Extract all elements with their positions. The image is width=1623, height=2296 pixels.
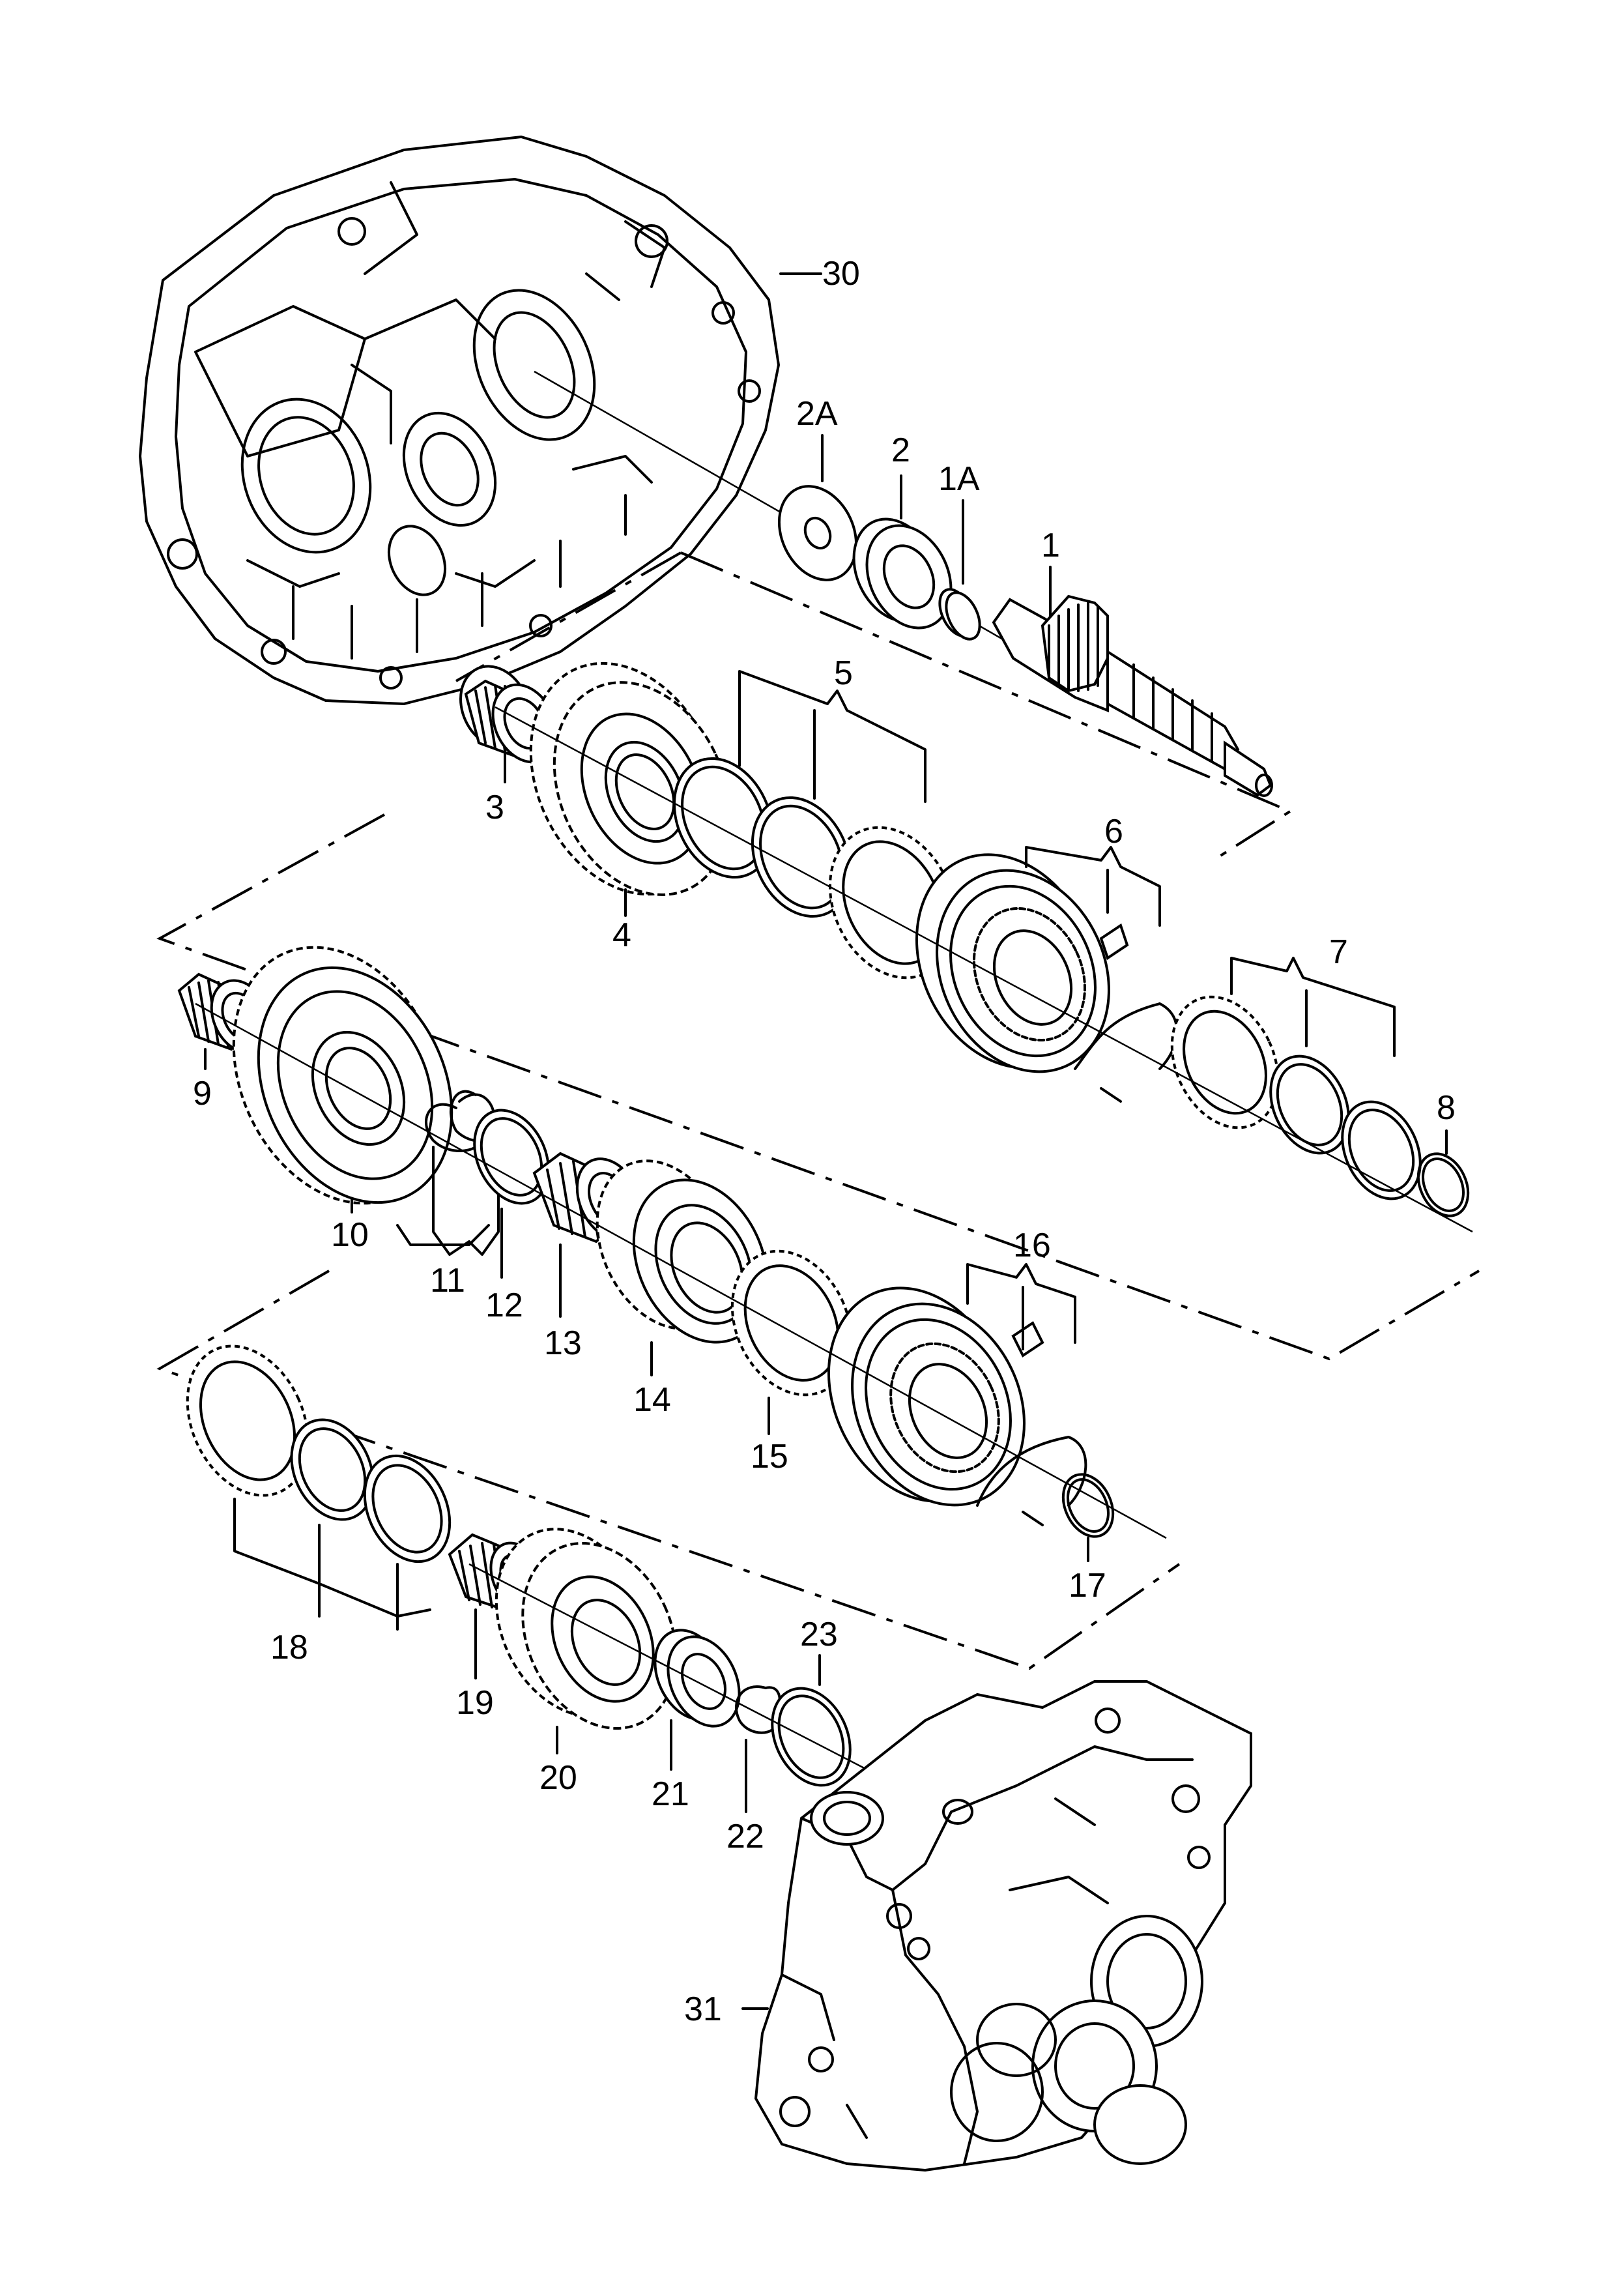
label-13: 13 bbox=[544, 1324, 582, 1362]
part-1a-ring bbox=[938, 588, 981, 641]
label-30: 30 bbox=[822, 255, 860, 293]
axis-line-row4 bbox=[468, 1563, 874, 1774]
gearbox-housing-31 bbox=[754, 1680, 1252, 2172]
part-20-gear bbox=[495, 1528, 678, 1730]
label-2a: 2A bbox=[796, 395, 838, 433]
label-20: 20 bbox=[539, 1759, 577, 1797]
part-10-gear bbox=[232, 946, 453, 1205]
label-21: 21 bbox=[652, 1775, 689, 1813]
dashed-group-3 bbox=[156, 1270, 1181, 1670]
label-12: 12 bbox=[485, 1286, 523, 1324]
bracket-7 bbox=[1230, 957, 1396, 1057]
bracket-18 bbox=[233, 1498, 431, 1631]
label-4: 4 bbox=[612, 916, 631, 954]
part-21-bearing bbox=[654, 1629, 741, 1728]
dashed-group-1 bbox=[455, 551, 1293, 858]
part-16-synchronizer bbox=[827, 1286, 1087, 1526]
part-2-bearing bbox=[852, 517, 953, 630]
axis-line-row3 bbox=[195, 1002, 1167, 1539]
label-22: 22 bbox=[726, 1818, 764, 1855]
label-8: 8 bbox=[1437, 1089, 1456, 1127]
gearbox-housing-30 bbox=[139, 136, 780, 705]
part-18-synchro-rings bbox=[186, 1344, 452, 1563]
label-1: 1 bbox=[1041, 527, 1060, 564]
label-10: 10 bbox=[331, 1216, 369, 1254]
part-8-snap-ring bbox=[1416, 1152, 1470, 1217]
part-12-ring bbox=[473, 1109, 550, 1205]
label-31: 31 bbox=[684, 1990, 722, 2028]
part-17-snap-ring bbox=[1061, 1473, 1115, 1538]
label-11: 11 bbox=[430, 1262, 465, 1300]
axis-line-row2 bbox=[495, 706, 1473, 1233]
part-7-synchro-rings bbox=[1170, 995, 1422, 1200]
label-2: 2 bbox=[891, 431, 910, 469]
part-2a-shim bbox=[777, 485, 858, 581]
label-3: 3 bbox=[485, 789, 504, 826]
label-23: 23 bbox=[800, 1616, 838, 1653]
part-6-synchronizer bbox=[915, 853, 1179, 1103]
label-9: 9 bbox=[193, 1075, 212, 1112]
bracket-5 bbox=[738, 670, 926, 803]
bracket-11-b bbox=[396, 1224, 490, 1246]
label-5: 5 bbox=[834, 654, 853, 692]
label-16: 16 bbox=[1013, 1227, 1051, 1264]
label-1a: 1A bbox=[938, 460, 980, 498]
part-5-synchro-rings bbox=[672, 757, 957, 980]
bracket-11 bbox=[432, 1139, 500, 1256]
bracket-16 bbox=[966, 1263, 1076, 1350]
label-17: 17 bbox=[1069, 1567, 1106, 1605]
label-18: 18 bbox=[270, 1629, 308, 1666]
bracket-6 bbox=[1025, 846, 1161, 927]
part-15-synchro-ring bbox=[730, 1249, 853, 1397]
part-23-shim-ring bbox=[771, 1687, 852, 1787]
label-14: 14 bbox=[633, 1381, 671, 1419]
label-7: 7 bbox=[1329, 933, 1348, 971]
label-15: 15 bbox=[751, 1438, 788, 1475]
part-1-shaft bbox=[992, 594, 1273, 797]
label-6: 6 bbox=[1104, 813, 1123, 850]
label-19: 19 bbox=[456, 1684, 494, 1722]
